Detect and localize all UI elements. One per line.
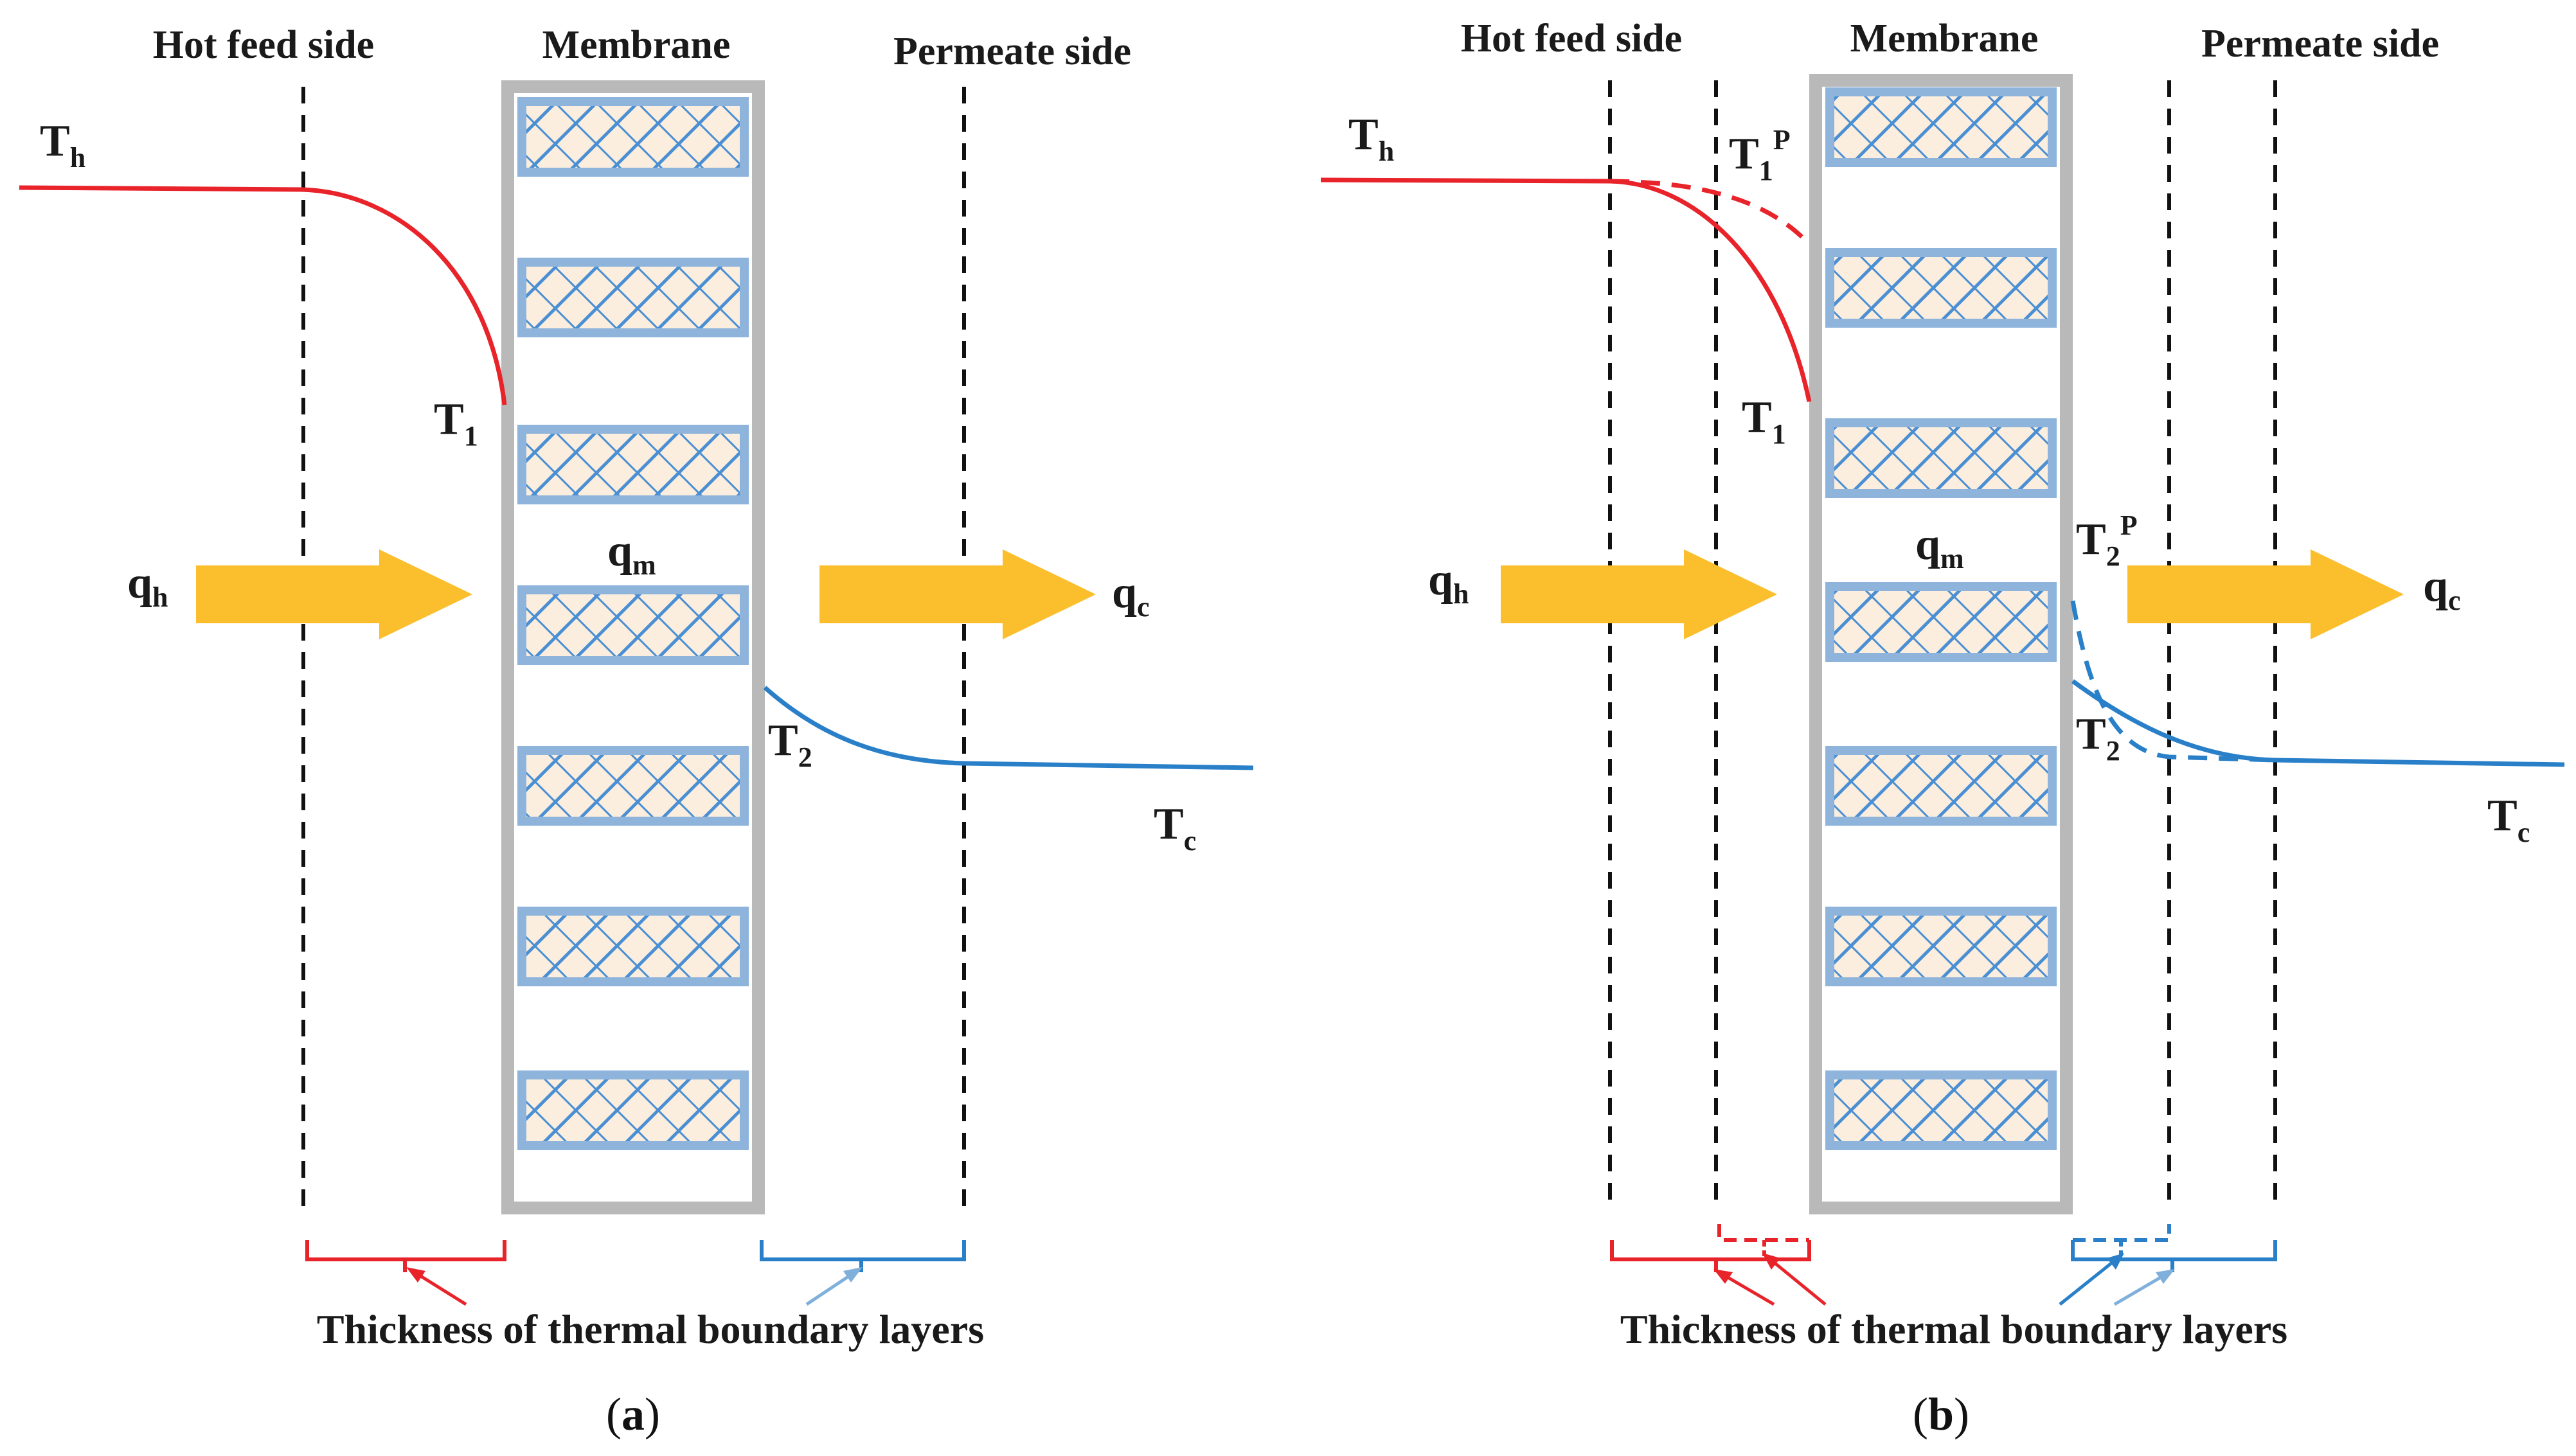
- label-qc-b: qc: [2423, 562, 2460, 616]
- panel-a: Hot feed side Membrane Permeate side Th …: [19, 23, 1254, 1440]
- label-qc-a: qc: [1112, 568, 1149, 623]
- panel-b: Hot feed side Membrane Permeate side Th …: [1320, 17, 2565, 1440]
- label-t1p-b: T1P: [1729, 124, 1791, 186]
- cold-temperature-profile-a: [763, 686, 1254, 770]
- label-th-a: Th: [40, 116, 85, 173]
- cold-temperature-profile-b: [2071, 679, 2565, 767]
- header-permeate-side-a: Permeate side: [893, 30, 1131, 73]
- a-membrane-block-4: [517, 585, 749, 665]
- hot-temperature-profile-b: [1320, 177, 1812, 402]
- heat-flux-arrow-qc-b: [2127, 549, 2404, 639]
- pointer-hot-a: [413, 1270, 467, 1306]
- b-membrane-block-5: [1825, 746, 2057, 826]
- label-t2-a: T2: [768, 716, 812, 773]
- label-t2p-b: T2P: [2076, 510, 2138, 572]
- b-membrane-block-6: [1825, 907, 2057, 986]
- label-t2-b: T2: [2076, 709, 2120, 767]
- panel-label-b: (b): [1913, 1389, 1969, 1440]
- panel-label-a: (a): [606, 1389, 660, 1440]
- label-th-b: Th: [1348, 110, 1394, 167]
- pointer-hot-inner-b: [1767, 1257, 1827, 1306]
- heat-flux-arrow-qh-a: [196, 549, 472, 639]
- bracket-cold-outer-b: [2071, 1240, 2277, 1261]
- bracket-cold-a: [760, 1240, 966, 1261]
- cold-temperature-profile-dashed-b: [2070, 600, 2276, 763]
- pointer-hot-outer-b: [1720, 1272, 1775, 1306]
- label-qm-a: qm: [607, 526, 656, 581]
- pointer-cold-inner-b: [2059, 1257, 2119, 1306]
- a-membrane-block-5: [517, 746, 749, 826]
- caption-a: Thickness of thermal boundary layers: [317, 1306, 984, 1352]
- pointer-cold-a: [805, 1270, 856, 1306]
- label-t1-a: T1: [434, 395, 478, 452]
- a-membrane-block-6: [517, 907, 749, 986]
- a-membrane-block-2: [517, 258, 749, 337]
- b-membrane-block-2: [1825, 248, 2057, 328]
- b-membrane-block-4: [1825, 582, 2057, 662]
- membrane-blocks-a: [517, 97, 749, 1150]
- b-membrane-block-1: [1825, 87, 2057, 167]
- a-membrane-block-1: [517, 97, 749, 177]
- b-membrane-block-3: [1825, 418, 2057, 498]
- a-membrane-block-7: [517, 1070, 749, 1150]
- bracket-cold-inner-b: [2073, 1224, 2171, 1242]
- bracket-hot-inner-b: [1717, 1224, 1809, 1242]
- pointer-cold-outer-b: [2113, 1272, 2169, 1306]
- caption-b: Thickness of thermal boundary layers: [1620, 1306, 2287, 1352]
- bracket-hot-a: [305, 1240, 506, 1261]
- membrane-blocks-b: [1825, 87, 2057, 1150]
- a-membrane-block-3: [517, 425, 749, 504]
- hot-temperature-profile-a: [19, 185, 507, 405]
- label-qh-b: qh: [1428, 555, 1469, 610]
- heat-flux-arrow-qh-b: [1501, 549, 1777, 639]
- header-hot-feed-side-a: Hot feed side: [153, 23, 374, 67]
- label-qm-b: qm: [1915, 520, 1964, 574]
- label-qh-a: qh: [127, 558, 168, 613]
- hot-temperature-profile-dashed-b: [1609, 179, 1811, 246]
- bracket-hot-outer-b: [1610, 1240, 1811, 1261]
- heat-flux-arrow-qc-a: [819, 549, 1096, 639]
- label-tc-a: Tc: [1154, 799, 1196, 857]
- header-membrane-a: Membrane: [542, 23, 731, 67]
- header-hot-feed-side-b: Hot feed side: [1461, 17, 1682, 60]
- b-membrane-block-7: [1825, 1070, 2057, 1150]
- header-permeate-side-b: Permeate side: [2201, 22, 2439, 66]
- label-tc-b: Tc: [2487, 791, 2530, 848]
- header-membrane-b: Membrane: [1850, 17, 2039, 60]
- label-t1-b: T1: [1742, 393, 1786, 450]
